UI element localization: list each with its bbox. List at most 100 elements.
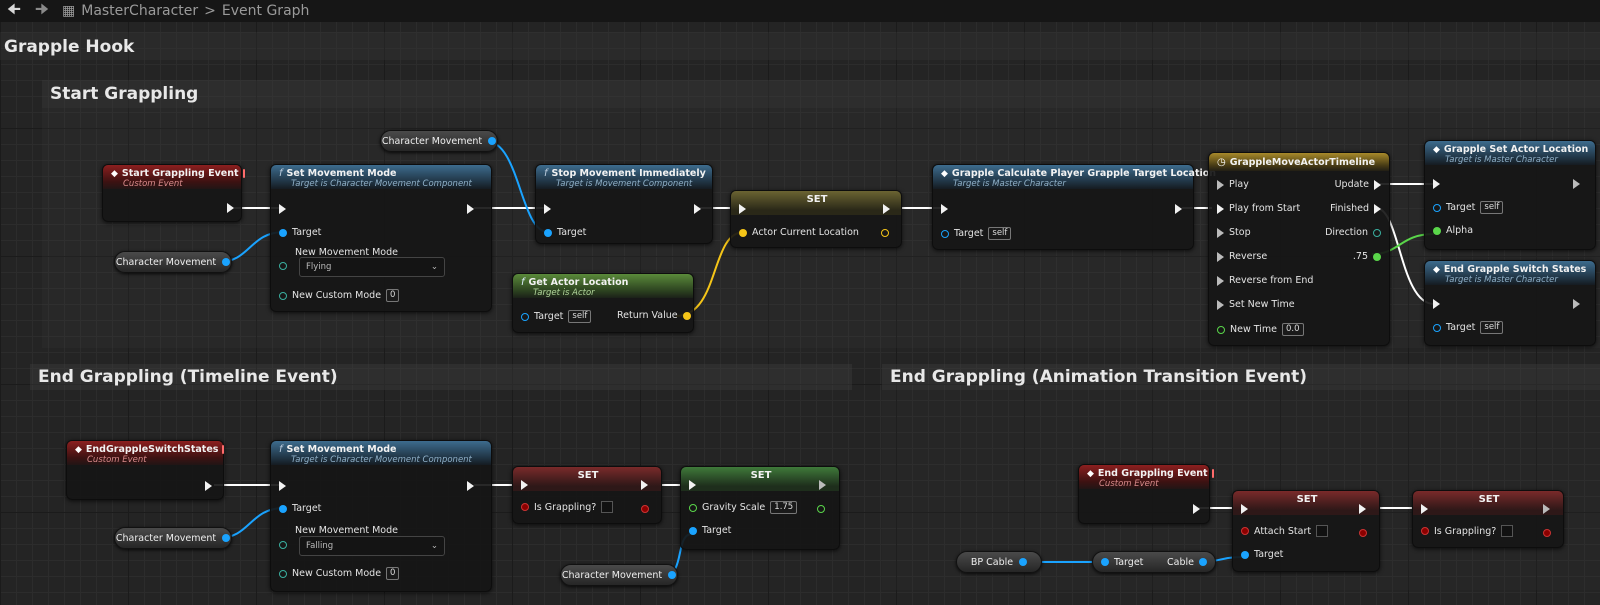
exec-out-pin[interactable] [641, 480, 648, 490]
cable-out-pin[interactable] [1199, 558, 1207, 566]
pin-target[interactable]: Target [279, 227, 321, 238]
comment-start-grappling[interactable]: Start Grappling [46, 81, 198, 107]
pin-reverse-from-end[interactable]: Reverse from End [1217, 275, 1313, 286]
node-set-movement-mode-flying[interactable]: f Set Movement Mode Target is Character … [270, 164, 492, 312]
pin-value[interactable]: 0.0 [1282, 323, 1304, 336]
node-grapple-calculate-target-location[interactable]: ◆ Grapple Calculate Player Grapple Targe… [932, 164, 1216, 250]
pin-direction[interactable]: Direction [1325, 227, 1381, 238]
comment-end-timeline[interactable]: End Grappling (Timeline Event) [34, 364, 338, 390]
exec-out-pin[interactable] [1573, 179, 1580, 189]
exec-in-pin[interactable] [1433, 299, 1440, 309]
var-bp-cable[interactable]: BP Cable [956, 551, 1042, 573]
enum-pin[interactable] [279, 541, 287, 549]
var-character-movement-top[interactable]: Character Movement [380, 130, 498, 152]
node-set-attach-start[interactable]: SET Attach Start Target [1232, 490, 1380, 572]
node-grapple-move-actor-timeline[interactable]: ◷ GrappleMoveActorTimeline Play Play fro… [1208, 152, 1390, 346]
bool-out-pin[interactable] [641, 505, 649, 513]
pin-target[interactable]: Target [1241, 549, 1283, 560]
object-pin[interactable] [488, 137, 497, 145]
delegate-pin-icon[interactable] [1211, 469, 1214, 478]
exec-out-pin[interactable] [467, 204, 474, 214]
exec-out-pin[interactable] [1543, 504, 1550, 514]
pin-value[interactable]: 0 [386, 567, 400, 580]
comment-end-anim[interactable]: End Grappling (Animation Transition Even… [886, 364, 1307, 390]
object-pin[interactable] [668, 571, 677, 579]
exec-in-pin[interactable] [279, 204, 286, 214]
exec-out-pin[interactable] [883, 204, 890, 214]
exec-out-pin[interactable] [1193, 504, 1200, 514]
pin-reverse[interactable]: Reverse [1217, 251, 1267, 262]
exec-in-pin[interactable] [544, 204, 551, 214]
pin-attach-start[interactable]: Attach Start [1241, 525, 1329, 537]
pin-target[interactable]: Target [279, 503, 321, 514]
node-get-actor-location[interactable]: f Get Actor Location Target is Actor Tar… [512, 273, 694, 333]
pin-set-new-time[interactable]: Set New Time [1217, 299, 1295, 310]
delegate-pin-icon[interactable] [222, 445, 225, 454]
exec-out-pin[interactable] [205, 481, 212, 491]
pin-return-value[interactable]: Return Value [617, 310, 691, 321]
pin-target[interactable]: Target [689, 525, 731, 536]
breadcrumb-master-character[interactable]: MasterCharacter [81, 3, 199, 19]
pin-finished[interactable]: Finished [1330, 203, 1381, 214]
var-character-movement-2[interactable]: Character Movement [114, 527, 232, 549]
exec-out-pin[interactable] [1175, 204, 1182, 214]
var-character-movement-3[interactable]: Character Movement [560, 564, 678, 586]
exec-out-pin[interactable] [467, 481, 474, 491]
movement-mode-dropdown[interactable]: Flying⌄ [299, 257, 445, 277]
exec-in-pin[interactable] [279, 481, 286, 491]
node-set-movement-mode-falling[interactable]: f Set Movement Mode Target is Character … [270, 440, 492, 592]
node-end-grapple-switch-states-event[interactable]: ◆ EndGrappleSwitchStates Custom Event [66, 440, 225, 500]
node-stop-movement-immediately[interactable]: f Stop Movement Immediately Target is Mo… [535, 164, 713, 244]
pin-stop[interactable]: Stop [1217, 227, 1251, 238]
pin-update[interactable]: Update [1335, 179, 1381, 190]
float-out-pin[interactable] [817, 505, 825, 513]
object-pin[interactable] [222, 258, 231, 266]
node-end-grappling-event[interactable]: ◆ End Grappling Event Custom Event [1078, 464, 1214, 524]
bool-out-pin[interactable] [1543, 529, 1551, 537]
back-arrow-icon[interactable]: 🠈 [7, 0, 21, 18]
node-start-grappling-event[interactable]: ◆ Start Grappling Event Custom Event [102, 164, 245, 222]
node-get-cable[interactable]: Target Cable [1092, 551, 1216, 573]
exec-in-pin[interactable] [689, 480, 696, 490]
pin-is-grappling[interactable]: Is Grappling? [521, 501, 614, 513]
pin-value[interactable]: 1.75 [770, 501, 798, 514]
pin-play[interactable]: Play [1217, 179, 1249, 190]
comment-grapple-hook[interactable]: Grapple Hook [0, 34, 134, 60]
breadcrumb-event-graph[interactable]: Event Graph [221, 3, 310, 19]
node-set-actor-current-location[interactable]: SET Actor Current Location [730, 190, 902, 248]
enum-pin[interactable] [279, 262, 287, 270]
exec-out-pin[interactable] [819, 480, 826, 490]
pin-target[interactable]: Target [544, 227, 586, 238]
attach-start-checkbox[interactable] [1316, 525, 1329, 537]
pin-value[interactable]: 0 [386, 289, 400, 302]
vector-out-pin[interactable] [881, 229, 889, 237]
exec-in-pin[interactable] [941, 204, 948, 214]
pin-play-from-start[interactable]: Play from Start [1217, 203, 1300, 214]
pin-is-grappling[interactable]: Is Grappling? [1421, 525, 1514, 537]
is-grappling-checkbox[interactable] [601, 501, 614, 513]
node-end-grapple-switch-states-call[interactable]: ◆ End Grapple Switch States Target is Ma… [1424, 260, 1596, 346]
exec-out-pin[interactable] [227, 203, 234, 213]
movement-mode-dropdown[interactable]: Falling⌄ [299, 536, 445, 556]
node-set-is-grappling[interactable]: SET Is Grappling? [512, 466, 662, 524]
object-pin[interactable] [222, 534, 231, 542]
exec-in-pin[interactable] [739, 204, 746, 214]
var-character-movement[interactable]: Character Movement [114, 251, 232, 273]
object-pin[interactable] [1019, 558, 1028, 566]
exec-in-pin[interactable] [1421, 504, 1428, 514]
bool-out-pin[interactable] [1359, 529, 1367, 537]
exec-out-pin[interactable] [1573, 299, 1580, 309]
exec-in-pin[interactable] [521, 480, 528, 490]
node-grapple-set-actor-location[interactable]: ◆ Grapple Set Actor Location Target is M… [1424, 140, 1596, 250]
pin-alpha[interactable]: Alpha [1433, 225, 1473, 236]
exec-in-pin[interactable] [1241, 504, 1248, 514]
